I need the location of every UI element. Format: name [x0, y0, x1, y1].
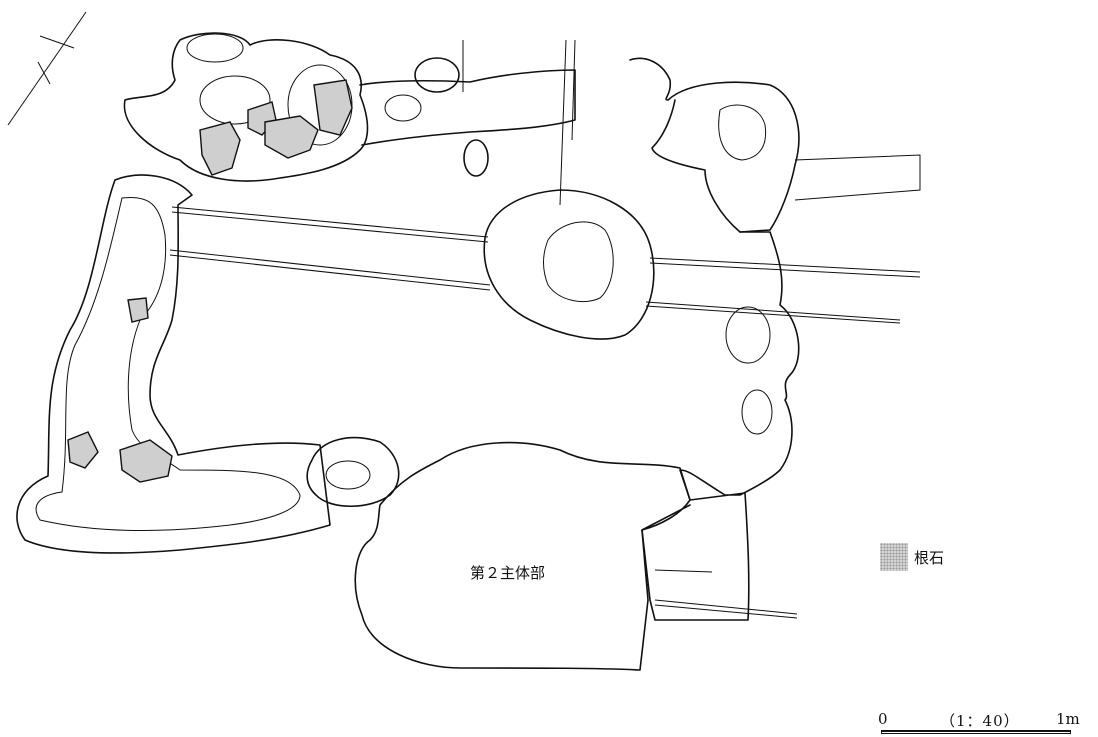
- pit-ring: [186, 33, 244, 63]
- main-body-outline: [354, 441, 691, 671]
- left-trench-outline: [16, 174, 331, 554]
- legend-stone-label: 根石: [914, 548, 945, 567]
- right-vertical-trench: [641, 231, 800, 621]
- scale-bar-line: [881, 730, 1071, 734]
- central-pit: [483, 189, 655, 340]
- pit-outline: [306, 436, 400, 508]
- scale-zero: 0: [878, 710, 888, 728]
- north-arrow-icon: [7, 11, 87, 126]
- pit-ring: [741, 389, 773, 435]
- stone-swatch: [880, 543, 908, 571]
- upper-pit-cluster: [123, 32, 369, 182]
- central-pit-inner: [543, 221, 614, 302]
- stone: [264, 115, 319, 159]
- right-connector-trench: [794, 154, 921, 201]
- scale-ratio: （1：40）: [940, 712, 1020, 730]
- left-trench-inner: [35, 196, 301, 531]
- upper-trench: [359, 69, 576, 146]
- main-feature-label: 第２主体部: [470, 564, 546, 582]
- pit-ring: [725, 306, 771, 364]
- legend: 根石: [880, 543, 944, 571]
- stone: [199, 121, 241, 176]
- stone: [313, 79, 353, 136]
- scale-end: 1m: [1056, 710, 1080, 728]
- stone: [127, 297, 149, 323]
- stone: [119, 439, 173, 483]
- stone: [67, 431, 99, 469]
- right-inner-pit: [718, 104, 767, 161]
- pit-ring: [463, 139, 489, 177]
- pit-ring: [325, 460, 371, 490]
- pit-ring: [384, 94, 422, 122]
- pit-ring: [199, 75, 271, 125]
- right-top-pit: [629, 57, 800, 233]
- pit-ring: [414, 57, 460, 93]
